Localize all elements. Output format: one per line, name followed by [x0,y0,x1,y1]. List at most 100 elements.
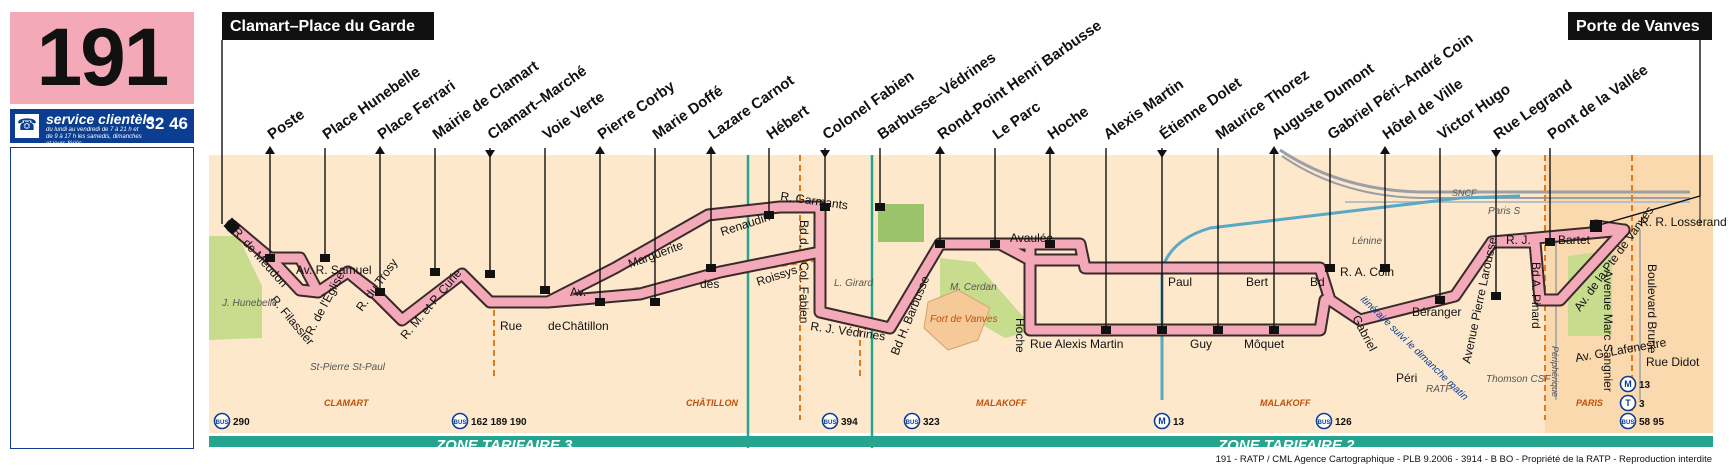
stop-marker [265,254,275,262]
street-label-chatillon: Châtillon [562,319,609,333]
town-label: MALAKOFF [976,398,1027,408]
terminus-marker-start [223,217,241,235]
terminal-end-label: Porte de Vanves [1576,18,1700,35]
street-label-peripherique: Périphérique [1550,346,1560,397]
stop-marker [764,211,774,219]
direction-arrow-icon [1269,146,1279,154]
stop-marker [375,288,385,296]
connection-lines: 323 [923,417,940,428]
place-label-st-pierre: St-Pierre St-Paul [310,362,386,373]
street-label-sncf: SNCF [1452,188,1477,198]
stop-marker [706,264,716,272]
connection-icon [1315,412,1333,430]
service-client-banner: ☎ service clientèle du lundi au vendredi… [10,109,194,147]
direction-arrow-icon [935,146,945,154]
connection-mode: BUS [906,420,919,426]
street-label-bert: Bert [1246,275,1269,289]
direction-arrow-icon [1380,146,1390,154]
park-hunebelle [209,236,262,340]
street-label-r-losserand: R. R. Losserand [1640,215,1727,229]
zone-bar [209,436,1713,447]
connection-lines: 3 [1639,399,1645,410]
connection-lines: 126 [1335,417,1352,428]
connection-icon [821,412,839,430]
stop-marker [320,254,330,262]
terminal-start-label: Clamart–Place du Garde [230,18,415,35]
stop-marker [595,298,605,306]
street-label-peri: Péri [1396,371,1417,385]
connection-icon [1619,394,1637,412]
street-label-av-sangnier: Avenue Marc Sangnier [1601,270,1615,392]
stop-marker [485,270,495,278]
sncf-rail [1279,148,1690,194]
stops-group [221,40,1701,334]
street-label-rue-alexis: Rue Alexis Martin [1030,337,1123,351]
connection-icon [213,412,231,430]
connection-mode: BUS [216,420,229,426]
connection-lines: 394 [841,417,858,428]
stop-marker [650,298,660,306]
place-label-ratp: RATP [1426,384,1452,395]
stop-marker [1157,326,1167,334]
service-title: service clientèle [46,111,155,127]
connection-mode: M [1158,416,1166,426]
zone-label: ZONE TARIFAIRE 3 [435,437,573,454]
stop-label: Hébert [764,102,813,143]
terminus-marker-end [1590,220,1602,232]
stop-label: Hoche [1045,103,1092,143]
place-label-fort-vanves: Fort de Vanves [930,314,997,325]
connection-mode: M [1624,379,1632,389]
direction-arrow-icon [485,150,495,158]
service-hours: du lundi au vendredi de 7 à 21 h et de 9… [46,127,142,147]
street-label-bartet: Bartet [1558,233,1591,247]
connection-lines: 58 95 [1639,417,1664,428]
stop-marker [430,268,440,276]
route-segment [1025,239,1330,335]
stop-marker [540,286,550,294]
street-label-guy: Guy [1190,337,1212,351]
connection-lines: 290 [233,417,250,428]
info-panel [10,147,194,449]
connection-icon [903,412,921,430]
direction-arrow-icon [1045,146,1055,154]
street-label-r-j: R. J. [1506,233,1531,247]
direction-arrow-icon [1157,150,1167,158]
direction-arrow-icon [595,146,605,154]
stop-marker [1325,264,1335,272]
route-segment [265,253,323,297]
terminal-end-box [1568,12,1712,40]
connection-mode: BUS [1622,420,1635,426]
place-label-paris-s: Paris S [1488,206,1521,217]
place-label-thomson: Thomson CSF [1486,374,1551,385]
place-label-lenine: Lénine [1352,236,1382,247]
stop-marker [1045,240,1055,248]
town-label: MALAKOFF [1260,398,1311,408]
street-label-avaulee: Avaulée [1010,231,1053,245]
street-label-paul: Paul [1168,275,1192,289]
street-label-bd: Bd [1310,275,1325,289]
zone-label: ZONE TARIFAIRE 2 [1217,437,1355,454]
street-label-rue-didot: Rue Didot [1646,355,1700,369]
route-segment [1487,225,1629,305]
stop-marker [990,240,1000,248]
street-label-des: des [700,277,719,291]
direction-arrow-icon [265,146,275,154]
stop-marker [1101,326,1111,334]
stop-label: Maurice Thorez [1213,66,1313,143]
route-group [225,200,1631,337]
street-label-col-fabien: Col. Fabien [797,262,811,323]
peripherique-road [1555,230,1641,400]
street-label-de: de [548,319,562,333]
terminal-end-leader [1595,40,1701,227]
street-label-rue: Rue [500,319,522,333]
stop-marker [1491,292,1501,300]
route-segment [815,202,1629,333]
direction-arrow-icon [1491,150,1501,158]
direction-arrow-icon [375,146,385,154]
connection-lines: 162 189 190 [471,417,527,428]
street-label-r-coin: R. A. Coin [1340,265,1394,279]
stop-label: Auguste Dumont [1269,60,1378,143]
sncf-rail-2 [1281,155,1690,199]
connection-icon [1619,412,1637,430]
town-label: PARIS [1576,398,1603,408]
